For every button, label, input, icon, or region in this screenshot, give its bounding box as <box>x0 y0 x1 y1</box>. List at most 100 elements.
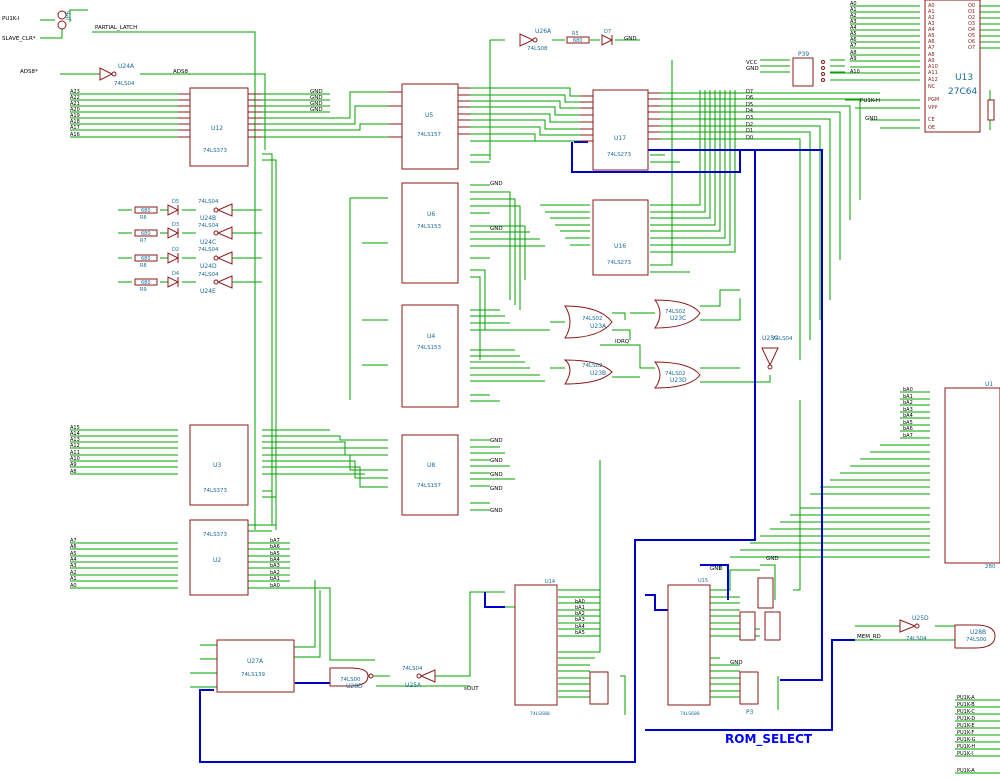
ic-ref: U3 <box>213 462 221 469</box>
gate-U25A: U25A 74LS04 <box>402 666 436 689</box>
addr-label: A3 <box>70 563 77 569</box>
net-gnd: GND <box>310 101 323 107</box>
ic-part: 74LS153 <box>417 345 442 351</box>
u1-addr-label: bA3 <box>903 407 913 413</box>
gate-part: 74LS04 <box>198 223 219 229</box>
gate-ref: U23D <box>670 377 687 384</box>
resistor-value: 680 <box>141 280 151 286</box>
gate-part: 74LS02 <box>665 309 686 315</box>
rom-select-label: ROM_SELECT <box>725 732 813 747</box>
net-gnd: GND <box>310 89 323 95</box>
addr-label: A15 <box>70 425 80 431</box>
jumper-jp6: JP6 <box>57 10 72 30</box>
ic-U16: U16 74LS273 <box>592 199 649 276</box>
pin-label: NC <box>928 84 936 90</box>
pin-label: A9 <box>928 58 935 64</box>
gate-U28D: U28D 74LS00 <box>329 667 374 690</box>
u13-addr-label: A3 <box>850 19 857 25</box>
ic-ref: U5 <box>425 112 433 119</box>
pin-label: A12 <box>928 77 938 83</box>
gate-U26A: U26A 74LS08 <box>519 28 552 52</box>
ic-U17: U17 74LS273 <box>592 89 649 171</box>
ic-U13: U13 27C64 <box>924 0 981 133</box>
gate-U23D: U23D 74LS02 <box>653 361 701 389</box>
net-labels: PU1K-I SLAVE_CLR* PARTIAL_LATCH ADS8* AD… <box>2 1 976 774</box>
gate-U24A: U24A 74LS04 <box>99 63 135 87</box>
ic-U15: U15 74LS688 <box>667 578 711 717</box>
gate-ref: U28B <box>970 629 986 636</box>
net-pu1k-h: PU1K-H <box>860 98 880 104</box>
addr-label: A11 <box>70 450 80 456</box>
u13-addr-label: A4 <box>850 25 857 31</box>
u13-addr-label: A1 <box>850 7 857 13</box>
led-row-4: 680 R9 D4 <box>134 271 180 293</box>
resistor-value: 680 <box>141 256 151 262</box>
net-vcc: VCC <box>746 60 758 66</box>
addr-label: A6 <box>70 544 77 550</box>
addr-label: A7 <box>70 538 77 544</box>
led-ref: D5 <box>172 199 179 205</box>
pin-label: PGM <box>928 97 939 103</box>
pu1k-label: PU1K-D <box>957 716 975 722</box>
ic-part: 74LS153 <box>417 224 442 230</box>
pin-label: O4 <box>968 27 975 33</box>
resistor-value: 680 <box>573 38 583 44</box>
net-pu1k-i: PU1K-I <box>2 16 20 22</box>
gate-U25C: U25C 74LS04 <box>761 335 793 370</box>
addr-label: A12 <box>70 443 80 449</box>
gate-ref: U24A <box>118 63 135 70</box>
net-ads8-out: ADS8 <box>173 69 188 75</box>
pin-label: A11 <box>928 70 938 76</box>
gate-U25D: U25D 74LS04 <box>899 615 929 642</box>
u13-addr-label: A8 <box>850 50 857 56</box>
gate-part: 74LS02 <box>582 316 603 322</box>
ic-part: 74LS157 <box>417 483 442 489</box>
connector-label: P39 <box>798 51 809 58</box>
addr-label: A14 <box>70 431 80 437</box>
gate-ref: U23C <box>670 315 686 322</box>
ic-part: 74LS688 <box>680 711 700 717</box>
pu1k-label: PU1K-E <box>957 723 975 729</box>
led-ref: D2 <box>172 247 179 253</box>
ic-part: 74LS139 <box>241 672 266 678</box>
net-gnd: GND <box>766 556 779 562</box>
baddr-label: bA3 <box>575 617 585 623</box>
data-label: D7 <box>746 89 753 95</box>
pin-label: O3 <box>968 21 975 27</box>
pin-label: OE <box>928 125 935 131</box>
led-ref: D4 <box>172 271 179 277</box>
ic-part: 74LS373 <box>203 148 228 154</box>
u1-addr-label: bA0 <box>903 387 913 393</box>
baddr-label: bA2 <box>270 570 280 576</box>
gate-part: 74LS00 <box>340 677 361 683</box>
net-partial-latch: PARTIAL_LATCH <box>95 25 137 31</box>
addr-label: A22 <box>70 95 80 101</box>
led-ref: D3 <box>172 222 179 228</box>
gate-ref: U25C <box>762 335 778 342</box>
u13-addr-label: A0 <box>850 1 857 7</box>
pu1k-label: PU1K-H <box>957 744 975 750</box>
ic-ref: U14 <box>545 579 555 585</box>
u1-addr-label: bA6 <box>903 426 913 432</box>
gate-part: 74LS04 <box>402 666 423 672</box>
baddr-label: bA5 <box>270 551 280 557</box>
pin-label: O5 <box>968 33 975 39</box>
baddr-label: bA0 <box>270 583 280 589</box>
ic-part: 280 <box>985 564 996 570</box>
net-gnd: GND <box>490 458 503 464</box>
u13-addr-label: A6 <box>850 37 857 43</box>
gate-part: 74LS00 <box>966 637 987 643</box>
pin-label: A3 <box>928 21 935 27</box>
pin-label: VPP <box>928 105 937 111</box>
data-label: D0 <box>746 135 753 141</box>
ic-ref: U15 <box>698 578 708 584</box>
wire-layer <box>40 5 1000 774</box>
u13-addr-label: A10 <box>850 69 860 75</box>
resistor-value: 680 <box>141 231 151 237</box>
ic-U3: U3 74LS373 <box>189 424 249 506</box>
net-gnd: GND <box>490 226 503 232</box>
addr-label: A13 <box>70 437 80 443</box>
resistor-u13 <box>987 99 995 121</box>
u13-addr-label: A2 <box>850 13 857 19</box>
addr-label: A0 <box>70 583 77 589</box>
